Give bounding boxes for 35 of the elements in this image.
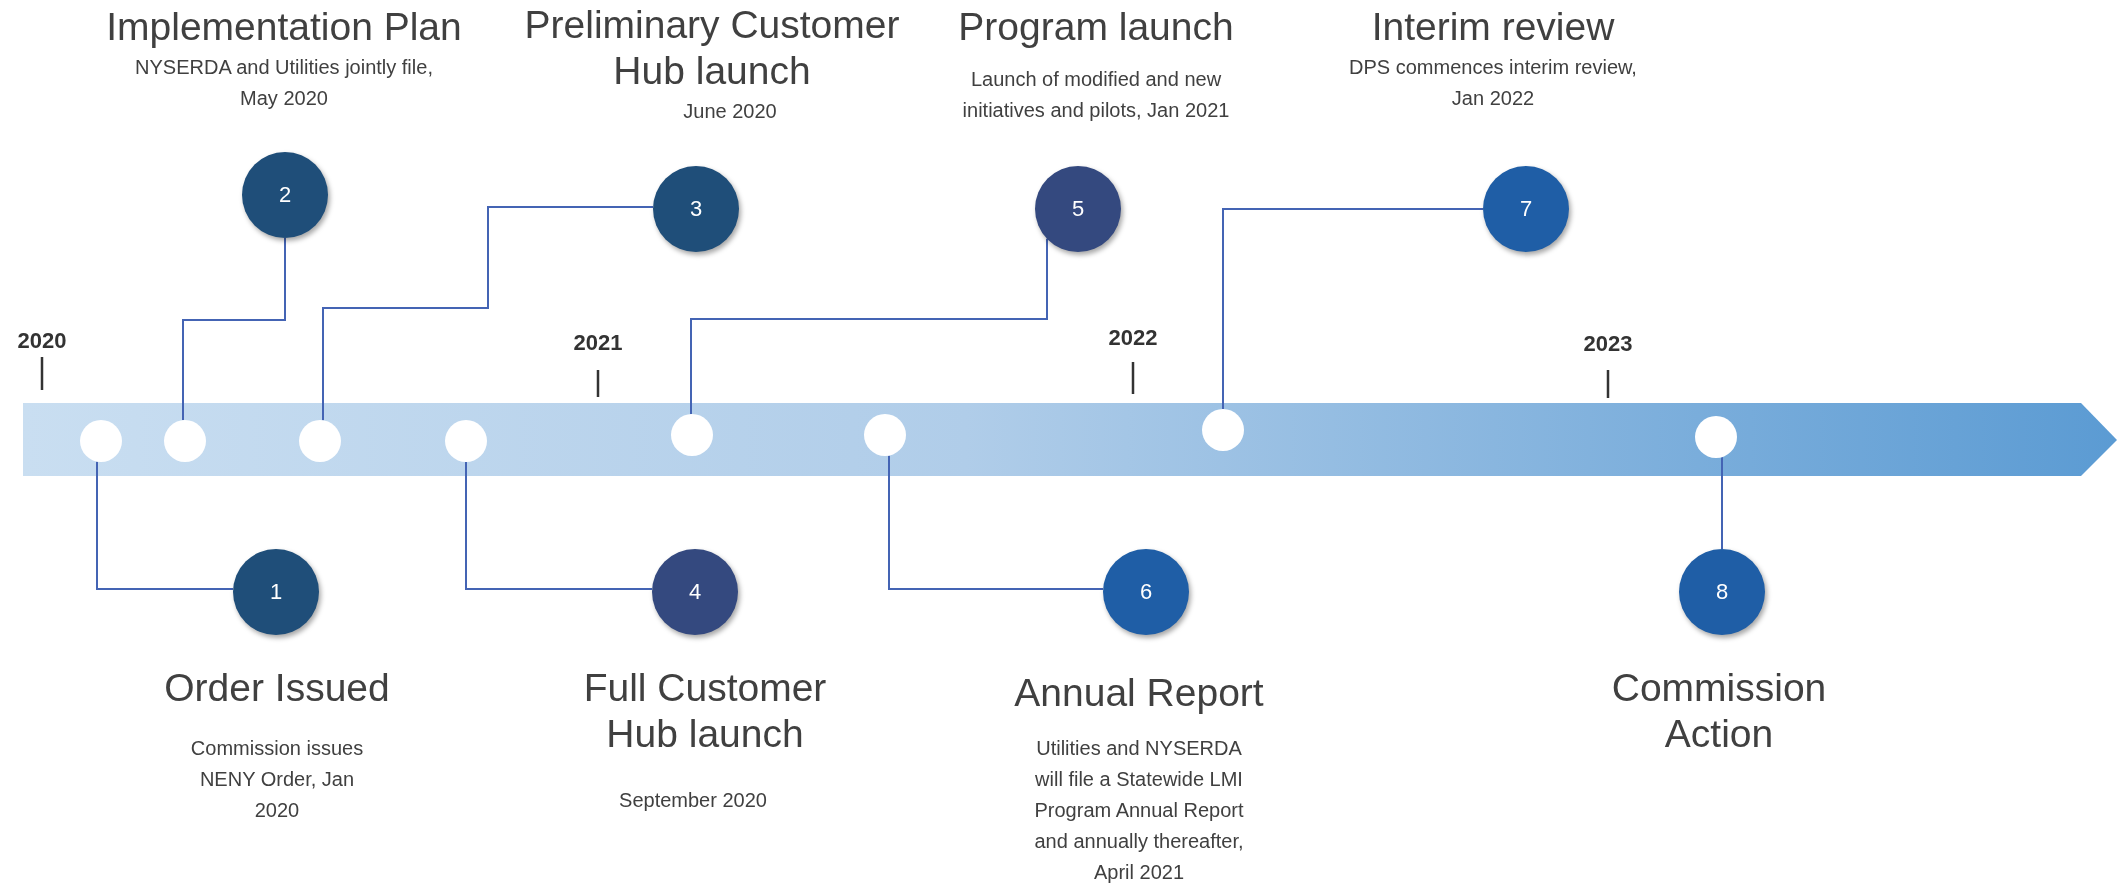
numbered-circle: 5: [1035, 166, 1121, 252]
numbered-circle: 7: [1483, 166, 1569, 252]
year-label: 2020: [17, 328, 67, 354]
milestone-title: Annual Report: [1013, 670, 1265, 716]
numbered-circle: 8: [1679, 549, 1765, 635]
milestone-title: Commission Action: [1610, 665, 1828, 757]
milestone-title: Interim review: [1370, 4, 1616, 50]
leader-line: [888, 454, 1105, 590]
leader-line: [465, 461, 654, 590]
numbered-circle: 6: [1103, 549, 1189, 635]
numbered-circle: 1: [233, 549, 319, 635]
milestone-title: Preliminary Customer Hub launch: [523, 2, 901, 94]
milestone-description: September 2020: [618, 788, 768, 813]
leader-line: [1222, 208, 1484, 410]
leader-line: [182, 237, 286, 422]
numbered-circle: 4: [652, 549, 738, 635]
milestone-description: DPS commences interim review, Jan 2022: [1348, 55, 1638, 111]
leader-line: [96, 460, 235, 590]
milestone-title: Implementation Plan: [105, 4, 463, 50]
leader-line: [1721, 456, 1723, 550]
milestone-description: Launch of modified and new initiatives and pilots, Jan 2021: [961, 67, 1231, 123]
milestone-title: Full Customer Hub launch: [582, 665, 828, 757]
milestone-description: Commission issues NENY Order, Jan 2020: [189, 736, 365, 823]
milestone-title: Program launch: [957, 4, 1235, 50]
milestone-description: Utilities and NYSERDA will file a Statewide LMI Program Annual Report and annually thereafter, April 2021: [1033, 736, 1245, 885]
year-label: 2021: [573, 330, 623, 356]
milestone-title: Order Issued: [163, 665, 391, 711]
numbered-circle: 3: [653, 166, 739, 252]
numbered-circle: 2: [242, 152, 328, 238]
year-label: 2022: [1108, 325, 1158, 351]
leader-line: [690, 237, 1048, 415]
year-label: 2023: [1583, 331, 1633, 357]
milestone-description: NYSERDA and Utilities jointly file, May 2020: [134, 55, 434, 111]
milestone-description: June 2020: [682, 99, 778, 124]
leader-line: [322, 206, 655, 422]
